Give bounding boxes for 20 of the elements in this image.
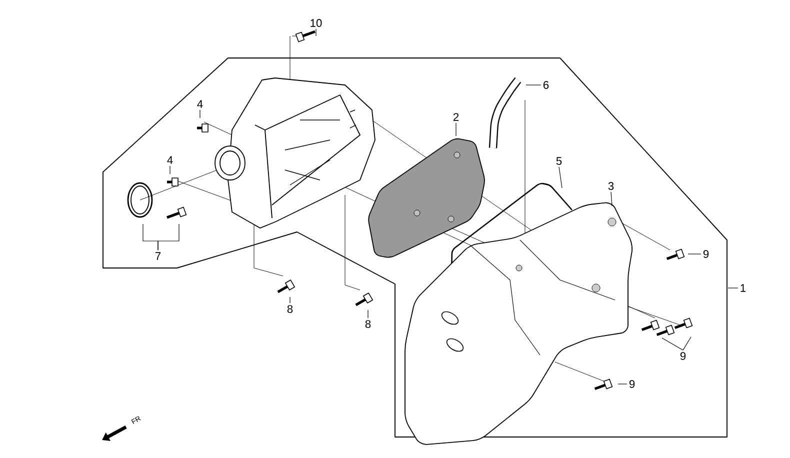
callout-number: 9	[703, 250, 709, 258]
callout-number: 8	[365, 320, 371, 328]
callout-number: 5	[556, 157, 562, 165]
leader-line	[662, 338, 684, 350]
callout-number: 4	[197, 100, 203, 108]
leader-line	[526, 84, 542, 86]
leader-line	[158, 224, 180, 250]
callout-number: 7	[155, 252, 161, 260]
callout-number: 2	[453, 113, 459, 121]
callout-number: 4	[167, 156, 173, 164]
callout-number: 8	[287, 305, 293, 313]
callout-number: 6	[543, 81, 549, 89]
leader-line	[682, 336, 692, 350]
callout-number: 1	[740, 284, 746, 292]
callout-number: 10	[310, 19, 322, 27]
leader-line	[610, 192, 612, 206]
leader-line	[558, 166, 562, 188]
callout-number: 3	[608, 182, 614, 190]
callout-number: 9	[629, 380, 635, 388]
callout-number: 9	[680, 352, 686, 360]
